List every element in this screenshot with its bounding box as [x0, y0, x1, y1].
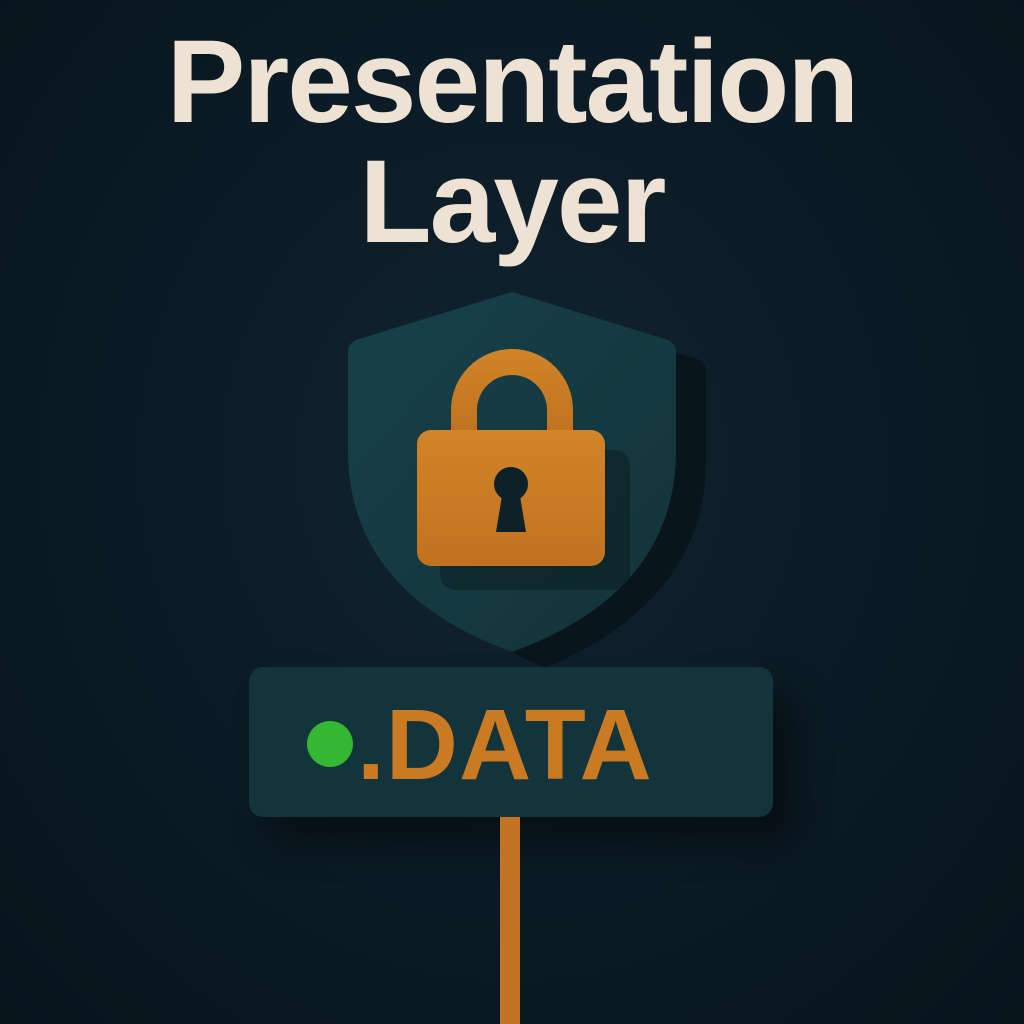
- title-line-1: Presentation: [166, 16, 860, 148]
- keyhole-icon: [494, 467, 528, 532]
- status-dot-icon: [307, 721, 353, 767]
- padlock-icon: [417, 349, 605, 566]
- data-label: .DATA: [357, 689, 653, 801]
- page-title: Presentation Layer: [0, 22, 1024, 262]
- data-panel: .DATA: [249, 667, 773, 817]
- title-line-2: Layer: [359, 136, 667, 268]
- connector-cable: [500, 817, 520, 1024]
